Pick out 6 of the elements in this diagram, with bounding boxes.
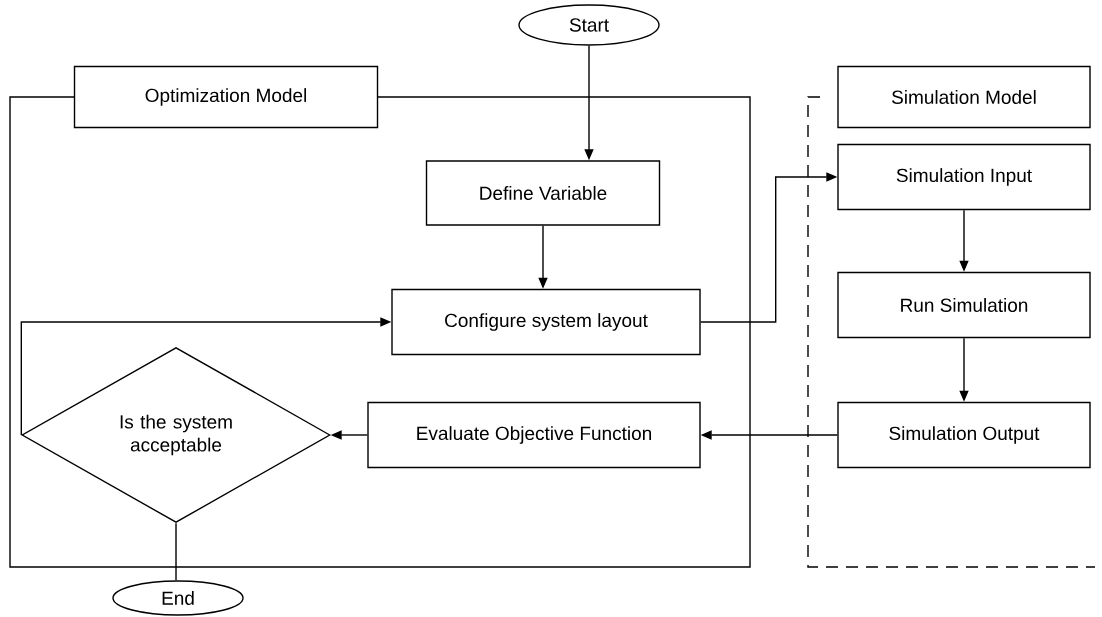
process-box: Simulation Output: [837, 401, 1091, 469]
process-box: Configure system layout: [391, 288, 701, 356]
process-box: Define Variable: [425, 160, 661, 226]
process-box: Simulation Input: [837, 143, 1091, 211]
process-box: Evaluate Objective Function: [367, 401, 701, 469]
process-box: Run Simulation: [837, 271, 1091, 339]
